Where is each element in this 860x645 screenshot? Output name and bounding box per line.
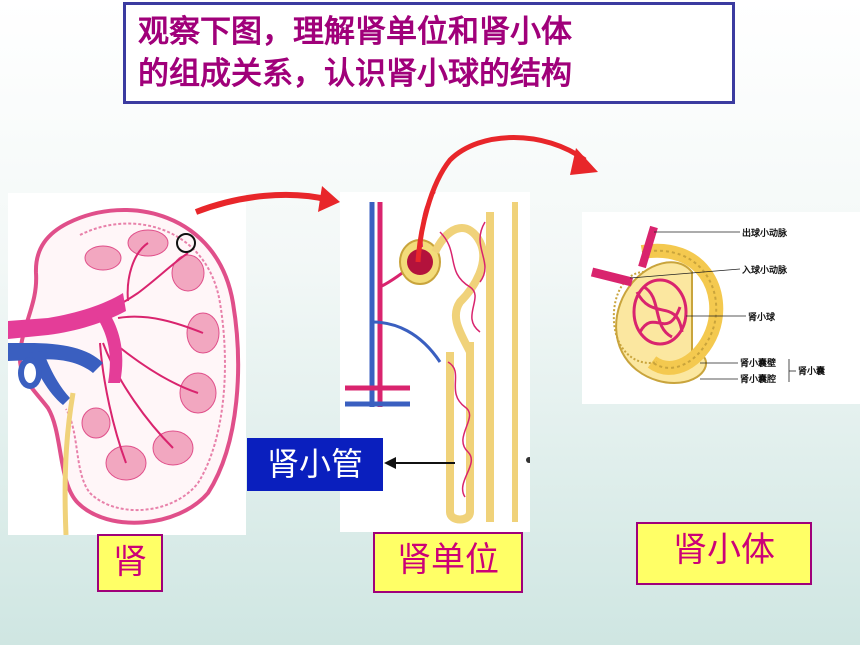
- label-capsule-cavity: 肾小囊腔: [740, 373, 776, 385]
- label-afferent-arteriole: 入球小动脉: [741, 264, 788, 276]
- title-line-2: 的组成关系，认识肾小球的结构: [138, 56, 572, 92]
- label-capsule: 肾小囊: [798, 365, 826, 377]
- arrow-head-icon: [318, 186, 340, 212]
- kidney-illustration: [8, 208, 241, 535]
- label-kidney: 肾: [97, 534, 163, 592]
- arrow-nephron-to-corpuscle: [415, 135, 587, 263]
- title-box: 观察下图，理解肾单位和肾小体 的组成关系，认识肾小球的结构: [123, 2, 735, 104]
- corpuscle-panel: 出球小动脉 入球小动脉 肾小球 肾小囊壁 肾小囊腔 肾小囊: [582, 212, 860, 404]
- label-capsule-wall: 肾小囊壁: [740, 357, 776, 369]
- label-renal-corpuscle: 肾小体: [636, 522, 812, 585]
- label-renal-tubule: 肾小管: [247, 438, 383, 491]
- kidney-panel: [8, 193, 246, 535]
- pointer-head-icon: [384, 457, 396, 469]
- corpuscle-illustration: 出球小动脉 入球小动脉 肾小球 肾小囊壁 肾小囊腔 肾小囊: [590, 225, 826, 385]
- label-nephron: 肾单位: [373, 532, 523, 593]
- label-glomerulus: 肾小球: [748, 311, 776, 323]
- title-line-1: 观察下图，理解肾单位和肾小体: [138, 14, 572, 50]
- arrow-kidney-to-nephron: [194, 191, 331, 215]
- label-efferent-arteriole: 出球小动脉: [742, 227, 788, 239]
- arrow-head-icon: [570, 148, 598, 175]
